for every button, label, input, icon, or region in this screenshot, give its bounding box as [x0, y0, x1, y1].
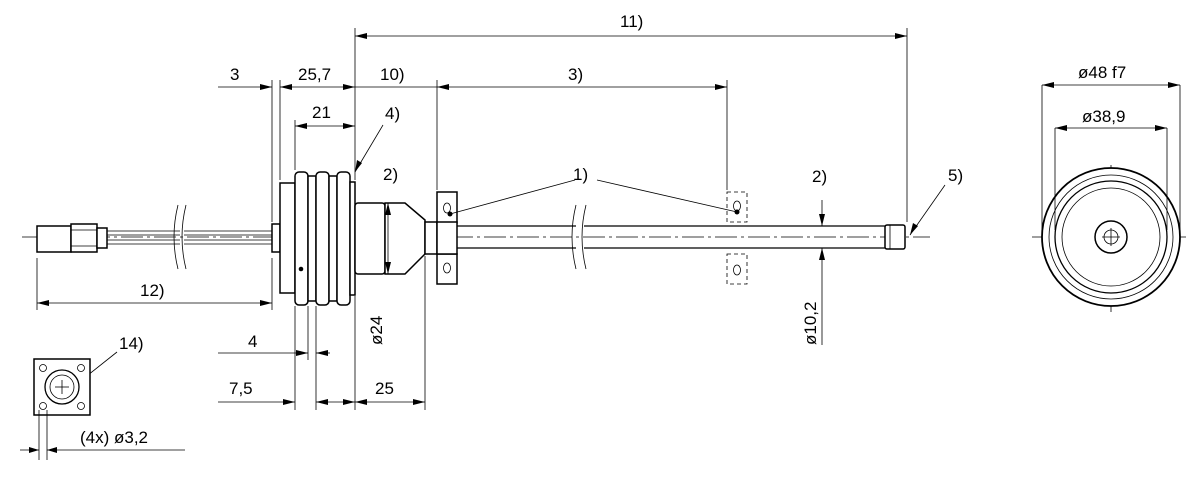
cable-connector	[36, 204, 281, 270]
end-view	[1032, 82, 1190, 312]
magnet-end-position	[726, 191, 748, 285]
label-dia-38-9: ø38,9	[1082, 107, 1125, 126]
label-3: 3	[230, 65, 239, 84]
label-3b: 3)	[568, 65, 583, 84]
label-2b: 2)	[812, 167, 827, 186]
connector-face-view	[20, 358, 185, 460]
label-dia-24: ø24	[367, 316, 386, 345]
leader-lines	[75, 124, 946, 386]
dimension-lines	[37, 33, 907, 405]
label-4-callout: 4)	[385, 104, 400, 123]
flange	[279, 171, 356, 306]
label-10: 10)	[380, 65, 405, 84]
label-dia-48: ø48 f7	[1078, 63, 1126, 82]
label-7-5: 7,5	[229, 379, 253, 398]
label-dia-10-2: ø10,2	[801, 302, 820, 345]
dimension-labels: 11) 3 25,7 10) 3) 21 4) 2) 1) 2) 5) 12) …	[80, 12, 1126, 447]
label-5: 5)	[948, 166, 963, 185]
label-4: 4	[248, 332, 257, 351]
label-2a: 2)	[383, 165, 398, 184]
position-magnet	[436, 191, 458, 285]
label-21: 21	[312, 103, 331, 122]
label-25: 25	[375, 379, 394, 398]
label-14: 14)	[119, 334, 144, 353]
label-12: 12)	[140, 281, 165, 300]
label-25-7: 25,7	[298, 65, 331, 84]
label-11: 11)	[620, 12, 643, 31]
neck	[354, 202, 438, 275]
label-1: 1)	[573, 165, 588, 184]
label-4x-dia: (4x) ø3,2	[80, 428, 148, 447]
extension-lines	[36, 28, 908, 410]
rod	[457, 204, 906, 270]
